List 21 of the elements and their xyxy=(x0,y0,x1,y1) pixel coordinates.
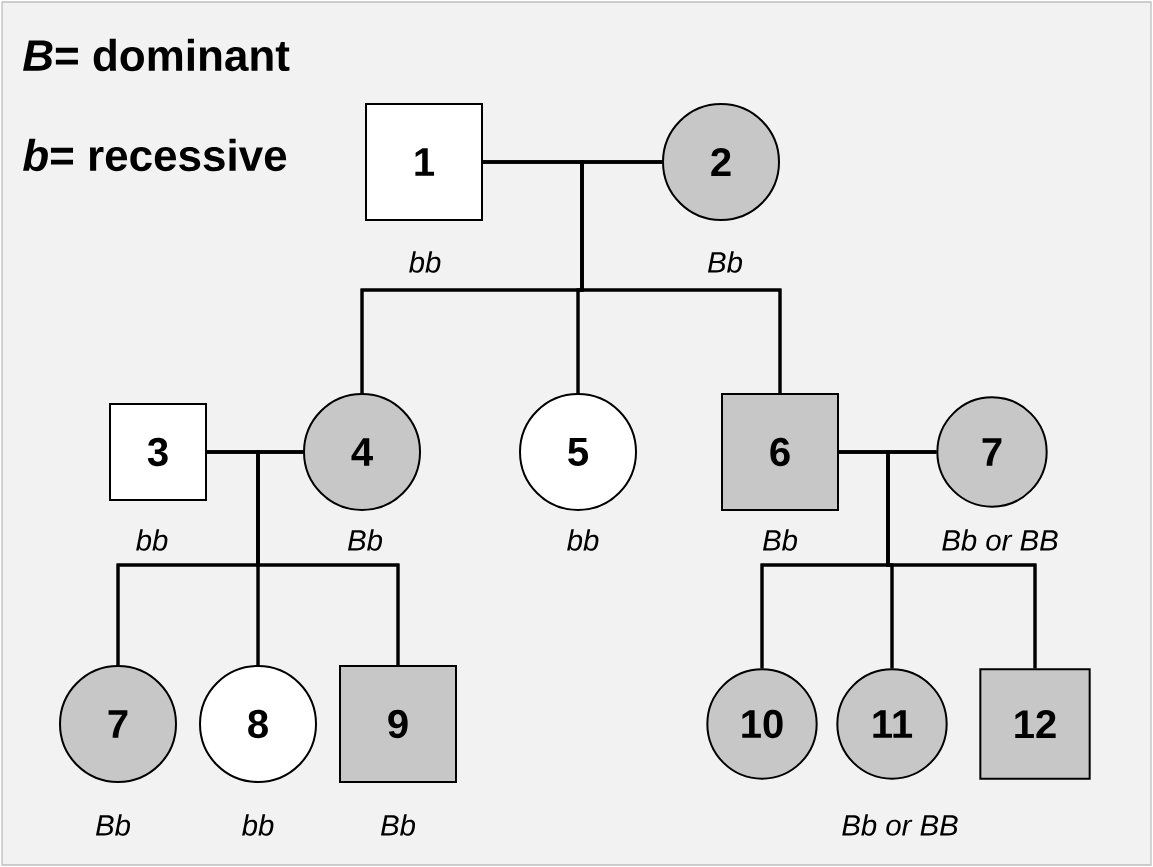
genotype-label: Bb or BB xyxy=(842,814,958,836)
genotype-label: Bb xyxy=(762,529,798,551)
pedigree-line xyxy=(580,160,782,393)
legend-text: b= recessive xyxy=(23,138,287,172)
genotype-label: bb xyxy=(242,814,274,836)
genotype-label: Bb xyxy=(380,814,416,836)
pedigree-line xyxy=(256,450,400,665)
genotype-label: Bb xyxy=(707,251,743,273)
male-square: 6 xyxy=(721,393,839,511)
genotype-label: Bb xyxy=(95,814,131,836)
male-square: 1 xyxy=(365,103,483,221)
male-square: 3 xyxy=(109,403,207,501)
genotype-label: bb xyxy=(136,529,168,551)
male-square: 9 xyxy=(339,665,457,783)
genotype-label: bb xyxy=(409,251,441,273)
male-square: 12 xyxy=(979,668,1091,780)
genotype-label: bb xyxy=(567,529,599,551)
genotype-label: Bb or BB xyxy=(942,529,1058,551)
legend-text: B= dominant xyxy=(23,38,290,72)
pedigree-line xyxy=(886,450,1037,669)
genotype-label: Bb xyxy=(347,529,383,551)
